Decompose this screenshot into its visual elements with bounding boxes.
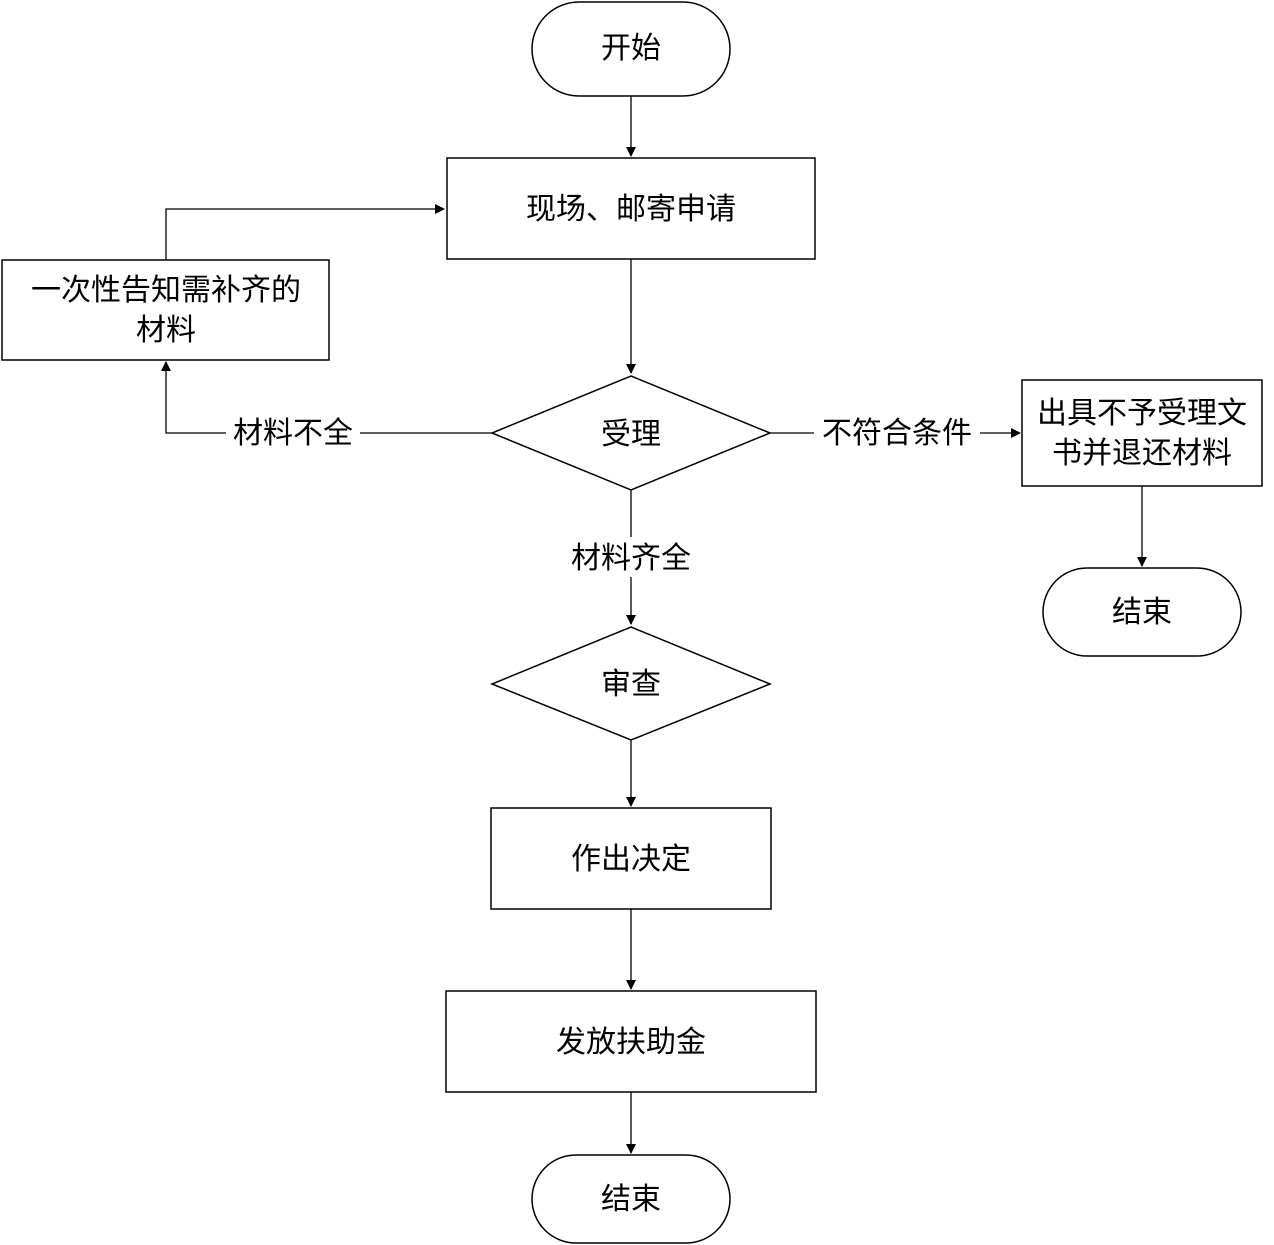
label-bg-ineligible <box>814 414 980 452</box>
supplement-label-line2: 材料 <box>136 313 196 348</box>
label-bg-complete <box>564 537 698 577</box>
issue-process <box>445 990 817 1093</box>
edge-supplement-apply <box>165 204 445 260</box>
apply-process <box>446 157 816 260</box>
supplement-label-line1: 一次性告知需补齐的 <box>31 273 301 308</box>
review-decision <box>490 626 772 741</box>
label-bg-incomplete <box>226 414 360 452</box>
reject-label-line2: 书并退还材料 <box>1052 436 1232 471</box>
apply-label: 现场、邮寄申请 <box>526 192 736 227</box>
end-right-label: 结束 <box>1112 595 1172 630</box>
edge-label-complete: 材料齐全 <box>571 541 691 576</box>
edge-accept-supplement <box>161 361 492 434</box>
start-label: 开始 <box>601 31 661 66</box>
reject-label-line1: 出具不予受理文 <box>1037 396 1247 431</box>
supplement-process <box>1 259 330 361</box>
issue-label: 发放扶助金 <box>556 1025 706 1060</box>
start-terminator <box>531 1 731 97</box>
end-bottom-terminator <box>531 1154 731 1244</box>
accept-label: 受理 <box>601 417 661 452</box>
end-right-terminator <box>1042 567 1242 657</box>
review-label: 审查 <box>601 667 661 702</box>
edge-label-ineligible: 不符合条件 <box>822 416 972 451</box>
decide-label: 作出决定 <box>571 842 691 877</box>
reject-process <box>1021 379 1263 487</box>
end-bottom-label: 结束 <box>601 1182 661 1217</box>
accept-decision <box>490 375 772 491</box>
edge-label-incomplete: 材料不全 <box>233 416 353 451</box>
decide-process <box>490 807 772 910</box>
